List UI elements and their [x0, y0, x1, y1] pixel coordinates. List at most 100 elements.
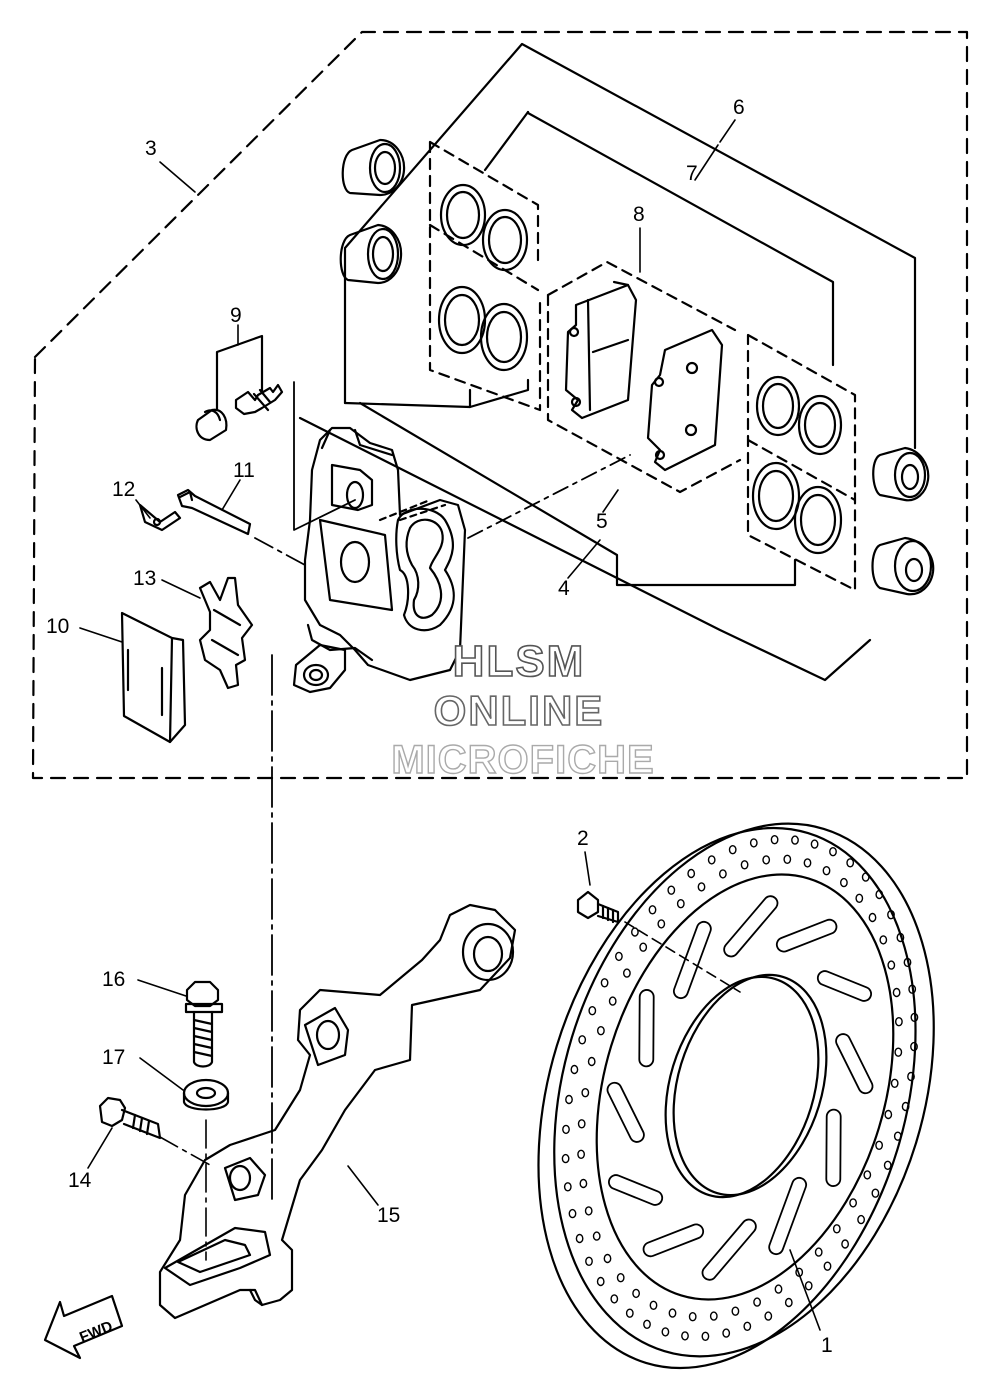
disc-hole	[668, 1308, 677, 1318]
spacer-collar-upper	[341, 138, 406, 197]
disc-hole	[570, 1064, 579, 1075]
disc-hole	[701, 1331, 710, 1342]
disc-hole	[762, 855, 771, 865]
leader-15	[347, 1165, 379, 1206]
disc-hole	[907, 1071, 915, 1082]
forward-arrow-icon	[43, 1294, 124, 1360]
disc-hole	[829, 847, 837, 857]
disc-hole	[804, 1281, 813, 1291]
disc-hole	[562, 1124, 570, 1135]
piston-seal-pair-2	[437, 285, 529, 372]
pad-cover	[120, 611, 187, 744]
disc-hole	[879, 935, 888, 945]
disc-hole	[868, 912, 877, 923]
disc-hole	[588, 1006, 597, 1016]
disc-slot	[835, 1033, 874, 1095]
disc-hole	[575, 1233, 584, 1244]
disc-hole	[610, 1294, 619, 1304]
disc-slot	[642, 1223, 705, 1258]
disc-slot	[775, 918, 838, 953]
disc-hole	[896, 932, 905, 943]
centerline-bleed	[293, 381, 356, 531]
disc-hole	[697, 882, 706, 892]
disc-hole	[814, 1247, 823, 1257]
disc-hole	[740, 860, 749, 870]
disc-hole	[903, 957, 912, 968]
disc-hole	[603, 1253, 612, 1264]
disc-hole	[883, 1160, 892, 1171]
disc-hole	[910, 1041, 918, 1052]
callout-2: 2	[577, 827, 589, 850]
disc-hole	[719, 869, 727, 879]
disc-hole	[615, 951, 623, 962]
brake-pad-left	[564, 280, 638, 420]
mounting-bolt	[98, 1096, 162, 1140]
callout-5: 5	[596, 510, 608, 533]
disc-bolt	[576, 890, 620, 924]
callout-15: 15	[377, 1204, 400, 1227]
leader-10	[79, 627, 123, 643]
disc-hole	[688, 1311, 697, 1322]
disc-slot	[606, 1081, 645, 1143]
disc-hole	[764, 1311, 773, 1321]
callout-8: 8	[633, 203, 645, 226]
brake-pad-right	[646, 328, 724, 472]
disc-hole	[875, 889, 884, 900]
disc-hole	[890, 1078, 899, 1089]
brake-disc-slots	[606, 895, 874, 1281]
callout-14: 14	[68, 1169, 92, 1192]
callout-11: 11	[233, 459, 255, 482]
caliper-bracket	[158, 903, 517, 1320]
disc-hole	[893, 1131, 902, 1141]
disc-hole	[887, 960, 896, 970]
pad-kit-dashed-box	[546, 260, 742, 494]
disc-hole	[770, 835, 779, 845]
caliper-link-line	[298, 416, 872, 682]
disc-hole	[565, 1094, 573, 1105]
spacer-collar-lower	[339, 223, 403, 285]
watermark-line-2: ONLINE	[434, 687, 605, 734]
disc-hole	[855, 893, 864, 903]
disc-hole	[578, 1035, 587, 1045]
seal-kit-dashed-box-left	[428, 140, 542, 412]
disc-hole	[563, 1182, 572, 1192]
disc-hole	[687, 868, 696, 879]
disc-hole	[846, 858, 855, 868]
callout-4: 4	[558, 577, 570, 600]
centerline-pads	[467, 454, 631, 539]
disc-hole	[661, 1327, 670, 1337]
leader-3	[159, 161, 196, 193]
disc-hole	[871, 1188, 880, 1198]
disc-slot	[701, 1218, 757, 1281]
leader-13	[161, 579, 201, 599]
disc-slot	[825, 1108, 842, 1187]
watermark-line-1: HLSM	[453, 637, 586, 686]
disc-hole	[803, 858, 812, 868]
leader-12	[135, 499, 151, 519]
watermark-line-3: MICROFICHE	[391, 738, 654, 782]
brake-caliper-body	[303, 426, 467, 682]
disc-hole	[783, 854, 792, 864]
leader-17	[139, 1057, 184, 1091]
disc-hole	[875, 1140, 883, 1151]
disc-hole	[841, 1239, 849, 1249]
leader-1	[789, 1249, 821, 1331]
disc-hole	[643, 1319, 651, 1330]
callout-12: 12	[112, 478, 135, 501]
disc-hole	[823, 1261, 832, 1271]
disc-hole	[585, 1256, 593, 1267]
bleed-screw-cap	[195, 408, 228, 442]
disc-hole	[840, 877, 848, 888]
disc-hole	[577, 1119, 586, 1129]
disc-hole	[722, 1328, 731, 1338]
disc-hole	[861, 872, 870, 882]
disc-hole	[625, 1308, 634, 1318]
bleed-screw	[234, 383, 284, 416]
disc-hole	[728, 845, 737, 855]
callout-9: 9	[230, 304, 242, 327]
disc-hole	[597, 1025, 605, 1036]
piston-seal-pair-1	[439, 183, 529, 272]
caliper-mounting-ear	[292, 643, 347, 694]
disc-hole	[910, 1012, 919, 1023]
